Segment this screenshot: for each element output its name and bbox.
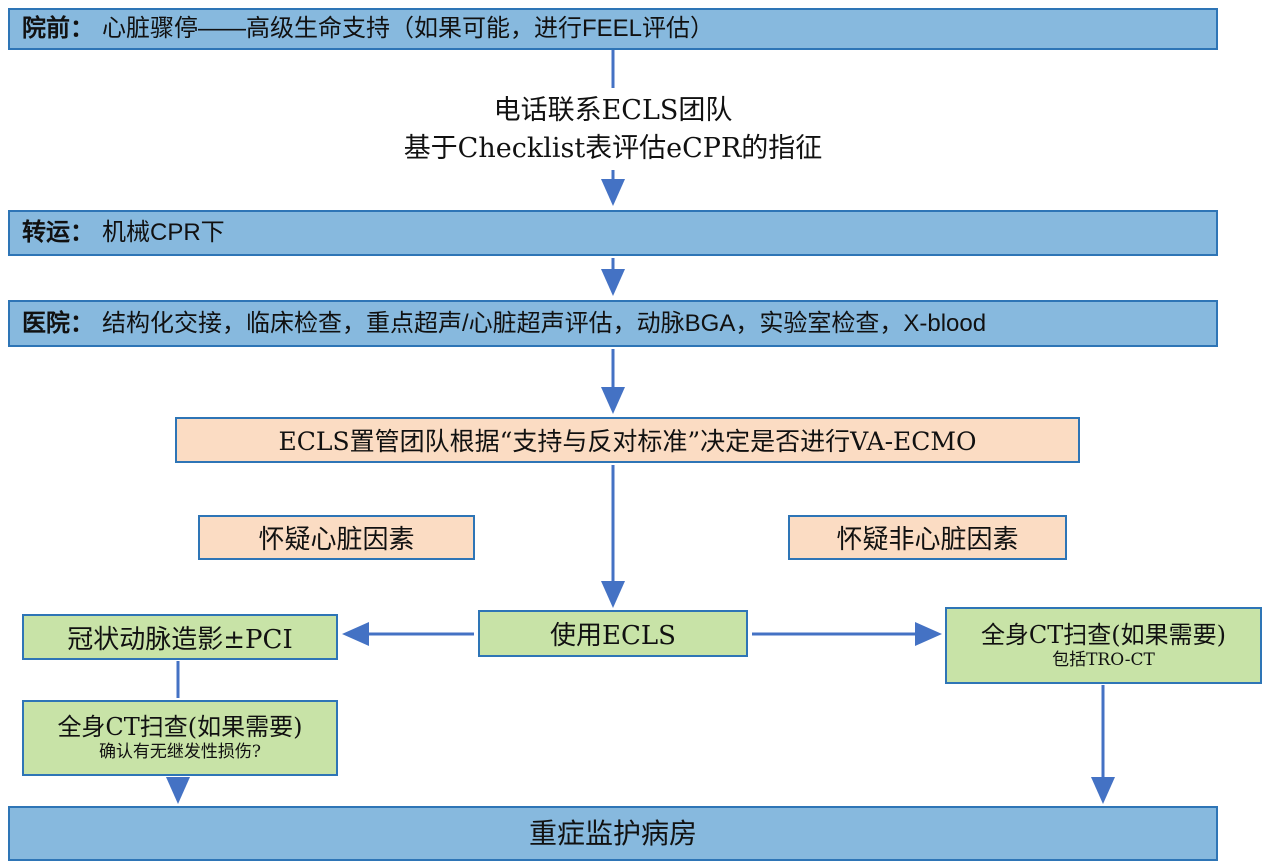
suspect-noncardiac-box: 怀疑非心脏因素 — [788, 515, 1067, 560]
stage-hospital-label: 医院： — [22, 309, 94, 337]
ct-scan-right-main: 全身CT扫查(如果需要) — [980, 620, 1227, 649]
ct-scan-right-sub: 包括TRO-CT — [1052, 649, 1155, 670]
call-ecls-note-line1: 电话联系ECLS团队 — [493, 95, 733, 126]
use-ecls-text: 使用ECLS — [550, 621, 676, 651]
icu-bar: 重症监护病房 — [8, 806, 1218, 861]
suspect-cardiac-box: 怀疑心脏因素 — [198, 515, 475, 560]
stage-transport-bar: 转运： 机械CPR下 — [8, 210, 1218, 256]
suspect-cardiac-text: 怀疑心脏因素 — [258, 525, 415, 555]
use-ecls-box: 使用ECLS — [478, 610, 748, 657]
icu-text: 重症监护病房 — [528, 817, 697, 849]
stage-prehospital-bar: 院前： 心脏骤停——高级生命支持（如果可能，进行FEEL评估） — [8, 8, 1218, 50]
ct-scan-left-main: 全身CT扫查(如果需要) — [57, 713, 303, 742]
stage-prehospital-text: 心脏骤停——高级生命支持（如果可能，进行FEEL评估） — [102, 15, 715, 42]
call-ecls-note-line2: 基于Checklist表评估eCPR的指征 — [403, 133, 823, 164]
coronary-angiography-text: 冠状动脉造影±PCI — [67, 624, 293, 655]
stage-hospital-text: 结构化交接，临床检查，重点超声/心脏超声评估，动脉BGA，实验室检查，X-blo… — [102, 309, 987, 337]
ecls-decision-text: ECLS置管团队根据“支持与反对标准”决定是否进行VA-ECMO — [278, 427, 977, 456]
stage-transport-label: 转运： — [22, 219, 94, 246]
stage-hospital-bar: 医院： 结构化交接，临床检查，重点超声/心脏超声评估，动脉BGA，实验室检查，X… — [8, 300, 1218, 347]
suspect-noncardiac-text: 怀疑非心脏因素 — [836, 525, 1019, 555]
stage-transport-text: 机械CPR下 — [102, 219, 225, 246]
coronary-angiography-box: 冠状动脉造影±PCI — [22, 614, 338, 660]
ct-scan-left-sub: 确认有无继发性损伤? — [98, 742, 262, 763]
stage-prehospital-label: 院前： — [22, 15, 94, 42]
ecls-decision-box: ECLS置管团队根据“支持与反对标准”决定是否进行VA-ECMO — [175, 417, 1080, 463]
ct-scan-left-box: 全身CT扫查(如果需要) 确认有无继发性损伤? — [22, 700, 338, 776]
ct-scan-right-box: 全身CT扫查(如果需要) 包括TRO-CT — [945, 607, 1262, 684]
call-ecls-note: 电话联系ECLS团队 基于Checklist表评估eCPR的指征 — [313, 92, 913, 168]
